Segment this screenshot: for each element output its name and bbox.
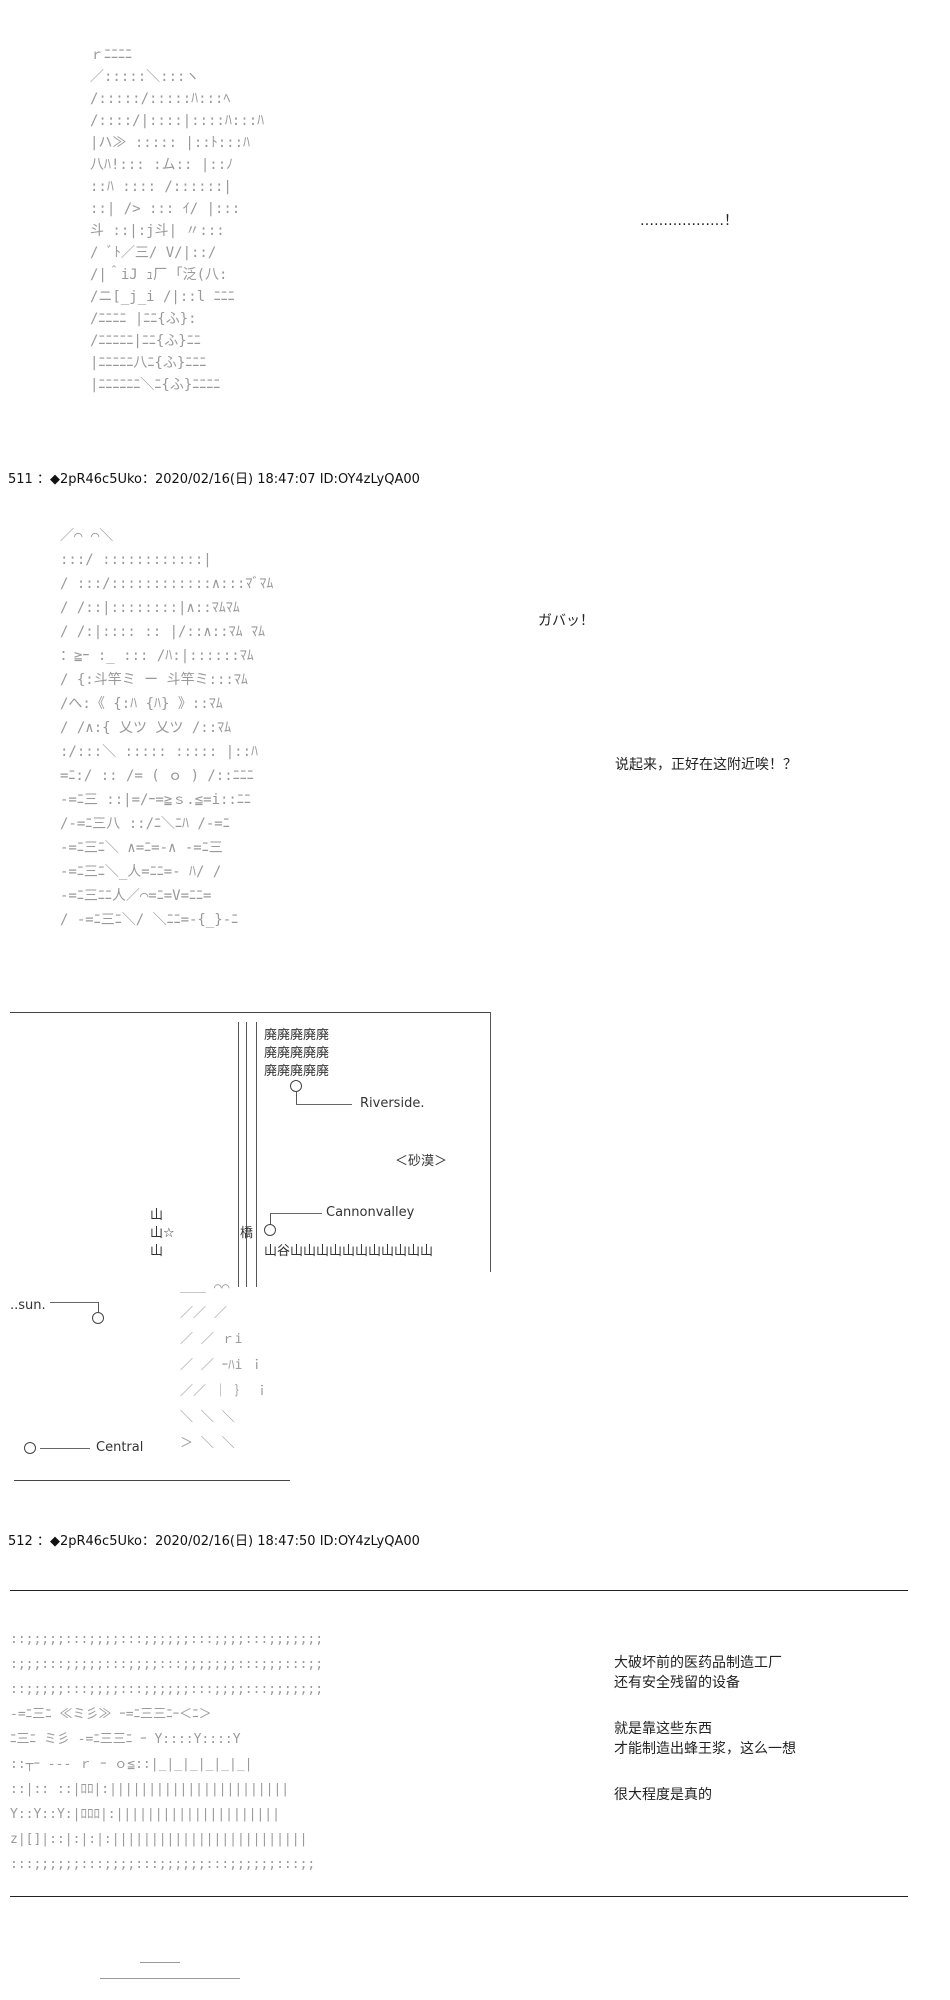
bottom-art-fragment (100, 1978, 240, 1979)
map-top-border (10, 1012, 490, 1013)
ascii-art-character-2: ／⌒ ⌒＼ :::/ ::::::::::::| / :::/:::::::::… (60, 528, 274, 928)
narration-line-4: 才能制造出蜂王浆，这么一想 (614, 1741, 796, 1757)
narration-line-2: 还有安全残留的设备 (614, 1675, 740, 1691)
central-marker (24, 1442, 36, 1454)
central-pointer-h (40, 1448, 90, 1449)
narration-line-5: 很大程度是真的 (614, 1787, 712, 1803)
bottom-art-fragment-2 (140, 1962, 180, 1963)
ascii-art-factory: ::;;;;;:::;;;;:::;;;;;;:::;;;;:::;;;;;;;… (10, 1632, 324, 1872)
map-right-border (490, 1012, 491, 1272)
ruins-row-1: 廃廃廃廃廃 (264, 1028, 330, 1043)
map-road-right (256, 1022, 257, 1287)
dialogue-text-1: 说起来，正好在这附近唉！？ (615, 757, 797, 773)
sun-marker (92, 1312, 104, 1324)
ascii-art-character-1: ｒﾆﾆﾆﾆ ／:::::＼:::ヽ /:::::/:::::ﾊ:::ﾍ /:::… (90, 47, 265, 393)
post-header-511: 511 ：◆2pR46c5Uko：2020/02/16(日) 18:47:07 … (8, 472, 420, 487)
ruins-row-3: 廃廃廃廃廃 (264, 1064, 330, 1079)
narration-line-3: 就是靠这些东西 (614, 1721, 712, 1737)
cannonvalley-label: Cannonvalley (326, 1205, 415, 1220)
panel-top-border (10, 1590, 908, 1591)
riverside-pointer-h (296, 1104, 352, 1105)
map-bottom-border (14, 1480, 290, 1481)
post-header-512: 512 ：◆2pR46c5Uko：2020/02/16(日) 18:47:50 … (8, 1534, 420, 1549)
riverside-marker (290, 1080, 302, 1092)
ascii-art-hand: ＿＿ ⌒⌒ ／／ ／ ／ ／ ｒi ／ ／ ｰﾊi ｉ ／／ ｜ ｝ ｉ ＼ ＼… (180, 1280, 269, 1451)
bridge-label: 橋 (240, 1226, 254, 1241)
central-label: Central (96, 1440, 144, 1455)
cannonvalley-pointer-v (270, 1213, 271, 1225)
cannonvalley-pointer-h (270, 1213, 322, 1214)
ruins-row-2: 廃廃廃廃廃 (264, 1046, 330, 1061)
sun-pointer-v (98, 1302, 99, 1312)
cannonvalley-marker (264, 1224, 276, 1236)
riverside-pointer-v (296, 1092, 297, 1104)
narration-line-1: 大破坏前的医药品制造工厂 (614, 1655, 782, 1671)
sound-effect-text: ガバッ！ (538, 613, 594, 629)
desert-label: ＜砂漠＞ (395, 1154, 448, 1169)
map-road-left (238, 1022, 239, 1287)
sun-label: ..sun. (10, 1298, 46, 1313)
valley-row: 山谷山山山山山山山山山山山 (264, 1244, 434, 1259)
map-road-left-2 (246, 1022, 247, 1287)
mountain-3: 山 (150, 1244, 164, 1259)
panel-bottom-border (10, 1896, 908, 1897)
mountain-1: 山 (150, 1208, 164, 1223)
dots-exclamation: ………………！ (640, 213, 738, 229)
mountain-2: 山☆ (150, 1226, 175, 1241)
sun-pointer-h (50, 1302, 98, 1303)
riverside-label: Riverside. (360, 1096, 425, 1111)
